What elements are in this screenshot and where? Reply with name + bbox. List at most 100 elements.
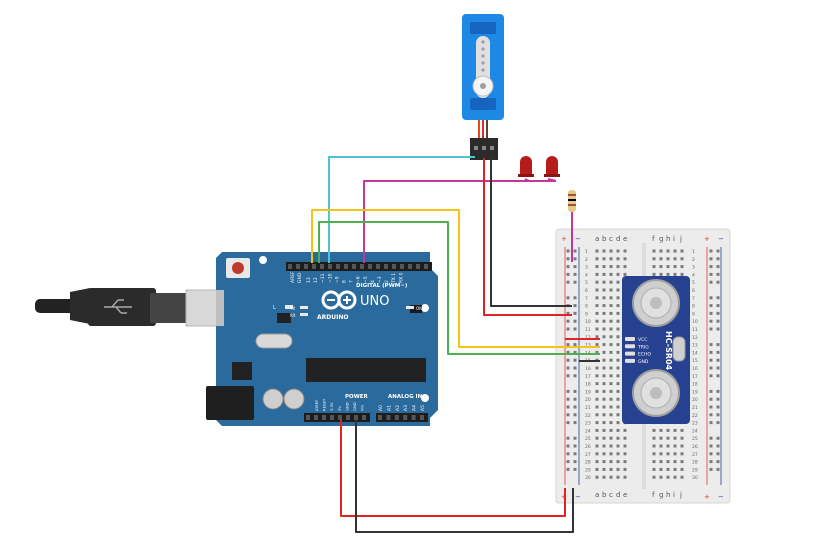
rail-hole[interactable] xyxy=(566,436,570,440)
breadboard-hole[interactable] xyxy=(680,436,684,440)
breadboard-hole[interactable] xyxy=(623,249,627,253)
header-pin[interactable] xyxy=(346,415,350,420)
breadboard-hole[interactable] xyxy=(680,249,684,253)
breadboard-hole[interactable] xyxy=(595,311,599,315)
header-pin[interactable] xyxy=(322,415,326,420)
breadboard-hole[interactable] xyxy=(595,444,599,448)
breadboard-hole[interactable] xyxy=(602,343,606,347)
rail-hole[interactable] xyxy=(573,319,577,323)
rail-hole[interactable] xyxy=(573,467,577,471)
breadboard-hole[interactable] xyxy=(673,249,677,253)
breadboard-hole[interactable] xyxy=(623,265,627,269)
rail-hole[interactable] xyxy=(716,296,720,300)
breadboard-hole[interactable] xyxy=(616,421,620,425)
rail-hole[interactable] xyxy=(566,413,570,417)
rail-hole[interactable] xyxy=(709,296,713,300)
breadboard-hole[interactable] xyxy=(673,265,677,269)
breadboard-hole[interactable] xyxy=(680,460,684,464)
breadboard-hole[interactable] xyxy=(609,358,613,362)
breadboard-hole[interactable] xyxy=(623,436,627,440)
breadboard-hole[interactable] xyxy=(609,296,613,300)
breadboard-hole[interactable] xyxy=(616,452,620,456)
breadboard-hole[interactable] xyxy=(609,397,613,401)
rail-hole[interactable] xyxy=(709,358,713,362)
breadboard-hole[interactable] xyxy=(595,467,599,471)
header-pin[interactable] xyxy=(336,264,340,269)
breadboard-hole[interactable] xyxy=(616,428,620,432)
breadboard-hole[interactable] xyxy=(602,374,606,378)
rail-hole[interactable] xyxy=(716,304,720,308)
breadboard-hole[interactable] xyxy=(595,304,599,308)
rail-hole[interactable] xyxy=(716,436,720,440)
rail-hole[interactable] xyxy=(709,257,713,261)
header-pin[interactable] xyxy=(304,264,308,269)
breadboard-hole[interactable] xyxy=(609,265,613,269)
rail-hole[interactable] xyxy=(709,374,713,378)
sensor-pin[interactable] xyxy=(625,337,635,341)
breadboard-hole[interactable] xyxy=(623,460,627,464)
header-pin[interactable] xyxy=(360,264,364,269)
breadboard-hole[interactable] xyxy=(616,389,620,393)
wire-servo-signal[interactable] xyxy=(328,156,475,263)
breadboard-hole[interactable] xyxy=(616,343,620,347)
breadboard-hole[interactable] xyxy=(616,327,620,331)
rail-hole[interactable] xyxy=(716,397,720,401)
rail-hole[interactable] xyxy=(709,327,713,331)
rail-hole[interactable] xyxy=(566,460,570,464)
breadboard-hole[interactable] xyxy=(609,436,613,440)
rail-hole[interactable] xyxy=(566,272,570,276)
breadboard-hole[interactable] xyxy=(602,272,606,276)
breadboard-hole[interactable] xyxy=(680,272,684,276)
breadboard-hole[interactable] xyxy=(659,265,663,269)
wire-gnd-rail[interactable] xyxy=(355,420,574,533)
rail-hole[interactable] xyxy=(573,460,577,464)
breadboard-hole[interactable] xyxy=(595,249,599,253)
rail-hole[interactable] xyxy=(566,265,570,269)
rail-hole[interactable] xyxy=(709,467,713,471)
breadboard-hole[interactable] xyxy=(666,460,670,464)
rail-hole[interactable] xyxy=(709,343,713,347)
rail-hole[interactable] xyxy=(566,366,570,370)
rail-hole[interactable] xyxy=(573,350,577,354)
breadboard-hole[interactable] xyxy=(659,460,663,464)
breadboard-hole[interactable] xyxy=(616,413,620,417)
rail-hole[interactable] xyxy=(716,389,720,393)
breadboard-hole[interactable] xyxy=(680,475,684,479)
breadboard-hole[interactable] xyxy=(609,413,613,417)
rail-hole[interactable] xyxy=(573,358,577,362)
breadboard-hole[interactable] xyxy=(673,452,677,456)
breadboard-hole[interactable] xyxy=(602,319,606,323)
breadboard-hole[interactable] xyxy=(609,335,613,339)
breadboard-hole[interactable] xyxy=(616,460,620,464)
header-pin[interactable] xyxy=(288,264,292,269)
rail-hole[interactable] xyxy=(566,257,570,261)
breadboard-hole[interactable] xyxy=(652,272,656,276)
breadboard-hole[interactable] xyxy=(602,389,606,393)
rail-hole[interactable] xyxy=(573,397,577,401)
breadboard-hole[interactable] xyxy=(595,335,599,339)
breadboard-hole[interactable] xyxy=(595,288,599,292)
breadboard-hole[interactable] xyxy=(595,405,599,409)
breadboard-hole[interactable] xyxy=(595,452,599,456)
breadboard-hole[interactable] xyxy=(595,374,599,378)
header-pin[interactable] xyxy=(306,415,310,420)
breadboard-hole[interactable] xyxy=(609,249,613,253)
breadboard-hole[interactable] xyxy=(616,374,620,378)
breadboard-hole[interactable] xyxy=(680,257,684,261)
rail-hole[interactable] xyxy=(566,343,570,347)
breadboard-hole[interactable] xyxy=(659,249,663,253)
rail-hole[interactable] xyxy=(709,389,713,393)
header-pin[interactable] xyxy=(362,415,366,420)
sensor-pin[interactable] xyxy=(625,344,635,349)
breadboard-hole[interactable] xyxy=(652,265,656,269)
breadboard-hole[interactable] xyxy=(595,382,599,386)
breadboard-hole[interactable] xyxy=(616,335,620,339)
breadboard-hole[interactable] xyxy=(666,467,670,471)
breadboard-hole[interactable] xyxy=(609,475,613,479)
breadboard-hole[interactable] xyxy=(609,304,613,308)
header-pin[interactable] xyxy=(392,264,396,269)
rail-hole[interactable] xyxy=(573,249,577,253)
breadboard-hole[interactable] xyxy=(659,452,663,456)
breadboard-hole[interactable] xyxy=(609,319,613,323)
rail-hole[interactable] xyxy=(573,444,577,448)
